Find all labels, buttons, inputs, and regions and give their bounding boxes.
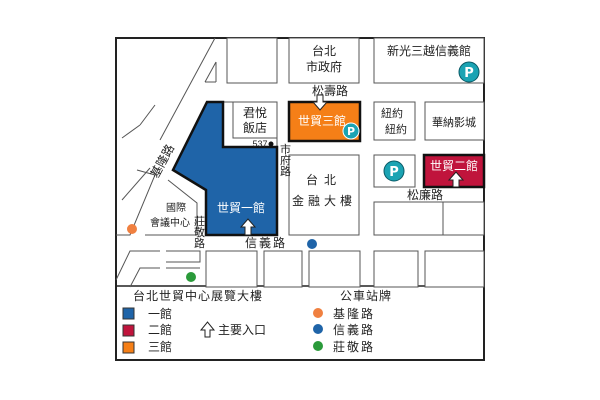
taipei101-block [288, 154, 360, 236]
newyork-block [373, 101, 416, 141]
block [226, 37, 278, 84]
legend-bus-keelung-label: 基隆路 [333, 306, 375, 321]
keelung-road-lines [115, 37, 217, 288]
legend-entrance-label: 主要入口 [218, 323, 266, 337]
bus-stop-xinyi [307, 239, 317, 249]
bus-stop-keelung [127, 224, 137, 234]
taipei101-label: 金融大樓 [292, 193, 356, 208]
legend-hall3-label: 三館 [148, 339, 172, 354]
hall1-label: 世貿一館 [217, 200, 265, 215]
grand-hyatt-block [232, 101, 278, 139]
legend-bus-title: 公車站牌 [340, 289, 392, 303]
warner-label: 華納影城 [432, 116, 476, 129]
hall2-label: 世貿二館 [430, 158, 478, 173]
zhuangjing-road-label: 莊敬路 [193, 215, 206, 249]
songshou-road-label: 松壽路 [312, 83, 348, 98]
block [442, 201, 485, 236]
bus-537-label: 537 [252, 139, 267, 149]
svg-text:P: P [464, 66, 474, 81]
legend-bus-zhuangjing-dot [313, 341, 323, 351]
block [205, 250, 258, 288]
city-hall-label: 台北 [312, 43, 336, 58]
block [373, 201, 444, 236]
legend-bus-keelung-dot [313, 308, 323, 318]
ticc-label: 會議中心 [150, 216, 190, 229]
legend-title: 台北世貿中心展覽大樓 [133, 288, 263, 303]
legend-bus-zhuangjing-label: 莊敬路 [333, 339, 375, 354]
hall3-label: 世貿三館 [298, 113, 346, 128]
hyatt-label: 君悅 [243, 106, 267, 120]
legend-entrance-arrow-icon [199, 321, 216, 338]
bus-stop-zhuangjing [186, 272, 196, 282]
shinkong-label: 新光三越信義館 [387, 43, 471, 58]
block [424, 250, 485, 288]
songlian-road-label: 松廉路 [407, 187, 443, 202]
hyatt-label: 飯店 [243, 120, 267, 135]
parking-icon: P [383, 160, 405, 182]
taipei101-label: 台北 [306, 172, 342, 187]
entrance-arrow-icon [311, 94, 329, 111]
legend-hall1-swatch [122, 307, 135, 320]
warner-block [424, 101, 485, 141]
hall1-building[interactable] [171, 100, 279, 237]
legend-hall2-label: 二館 [148, 322, 172, 337]
newyork-label: 紐約 [385, 122, 407, 136]
parking-icon: P [342, 122, 360, 140]
block [373, 250, 419, 288]
legend-hall3-swatch [122, 341, 135, 354]
legend-hall1-label: 一館 [148, 306, 172, 321]
city-hall-block [288, 37, 360, 84]
ticc-block [145, 179, 198, 236]
city-hall-label: 市政府 [306, 59, 342, 74]
entrance-arrow-icon [447, 171, 465, 188]
svg-text:P: P [389, 165, 399, 180]
shifu-road-label: 市府路 [279, 142, 292, 177]
legend-bus-xinyi-dot [313, 324, 323, 334]
xinyi-road-label: 信義路 [245, 235, 287, 250]
block [308, 250, 361, 288]
block [263, 250, 303, 288]
legend-hall2-swatch [122, 324, 135, 337]
svg-text:P: P [347, 125, 355, 138]
ticc-label: 國際 [166, 202, 186, 214]
entrance-arrow-icon [239, 218, 257, 236]
parking-icon: P [458, 61, 480, 83]
bus-537-stop [268, 141, 274, 147]
legend-bus-xinyi-label: 信義路 [333, 322, 375, 337]
newyork-label: 紐約 [381, 106, 403, 120]
